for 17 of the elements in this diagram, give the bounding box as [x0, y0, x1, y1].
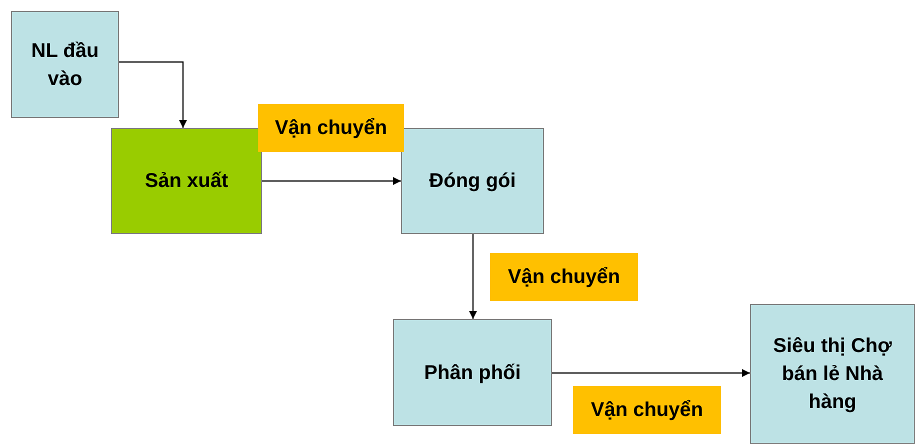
edge-label: Vận chuyển: [490, 253, 638, 301]
box-label: Đóng gói: [428, 169, 517, 194]
arrow: [552, 369, 750, 377]
edge-label: Vận chuyển: [258, 104, 404, 152]
arrow: [469, 234, 477, 319]
process-box: [750, 304, 915, 444]
edge-label: Vận chuyển: [573, 386, 721, 434]
box-label: Siêu thị Chợ bán lẻ Nhà hàng: [772, 334, 893, 415]
box-label: NL đầu vào: [30, 38, 100, 92]
arrow: [262, 177, 401, 185]
arrow: [119, 61, 187, 128]
process-box: [393, 319, 552, 426]
process-box: [111, 128, 262, 234]
box-label: Phân phối: [423, 360, 522, 386]
process-box: [401, 128, 544, 234]
process-box: [11, 11, 119, 118]
box-label: Sản xuất: [144, 169, 230, 194]
